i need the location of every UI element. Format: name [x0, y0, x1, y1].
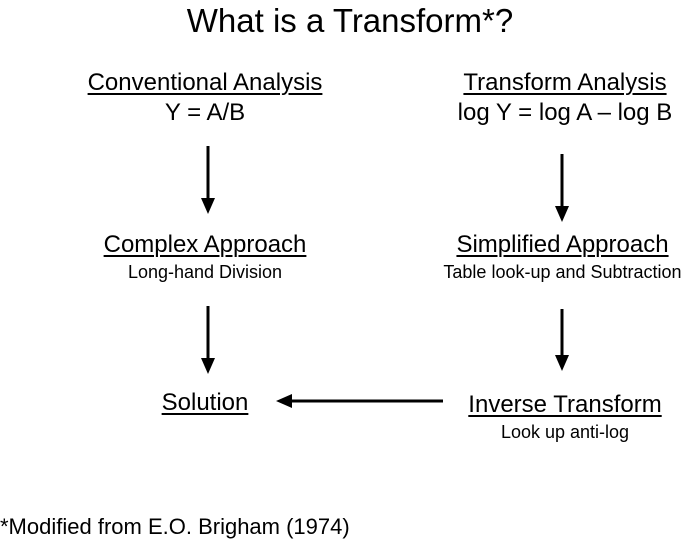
transform-analysis-heading: Transform Analysis	[463, 69, 667, 96]
page-title: What is a Transform*?	[186, 2, 514, 39]
arrow-simplified-to-inverse	[555, 309, 569, 371]
arrow-transform-to-simplified	[555, 154, 569, 222]
complex-approach-heading: Complex Approach	[103, 231, 307, 258]
complex-approach-node: Complex Approach Long-hand Division	[80, 231, 330, 282]
solution-node: Solution	[130, 391, 280, 415]
transform-analysis-node: Transform Analysis log Y = log A – log B	[430, 71, 700, 125]
transform-analysis-equation: log Y = log A – log B	[457, 99, 673, 126]
inverse-transform-detail: Look up anti-log	[500, 422, 630, 442]
complex-approach-detail: Long-hand Division	[127, 262, 283, 282]
footnote: *Modified from E.O. Brigham (1974)	[0, 514, 350, 539]
conventional-analysis-equation: Y = A/B	[164, 99, 246, 126]
conventional-analysis-node: Conventional Analysis Y = A/B	[80, 71, 330, 125]
solution-heading: Solution	[161, 389, 249, 416]
simplified-approach-detail: Table look-up and Subtraction	[443, 262, 682, 282]
arrow-inverse-to-solution	[276, 394, 443, 408]
inverse-transform-node: Inverse Transform Look up anti-log	[450, 391, 680, 442]
inverse-transform-heading: Inverse Transform	[468, 391, 662, 418]
conventional-analysis-heading: Conventional Analysis	[87, 69, 323, 96]
simplified-approach-node: Simplified Approach Table look-up and Su…	[425, 231, 700, 282]
arrow-complex-to-solution	[201, 306, 215, 374]
arrow-conventional-to-complex	[201, 146, 215, 214]
simplified-approach-heading: Simplified Approach	[456, 231, 669, 258]
